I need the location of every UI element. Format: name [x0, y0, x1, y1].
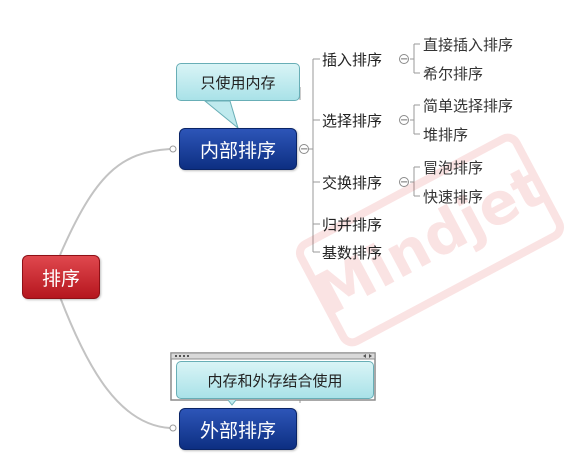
- callout-internal-text: 只使用内存: [200, 73, 276, 92]
- collapse-exchange-icon[interactable]: −: [399, 177, 409, 188]
- main-topic-internal-label: 内部排序: [199, 139, 276, 162]
- connector-selection-children: [410, 104, 420, 135]
- frame-grip-dot: [179, 355, 181, 357]
- connector-root-external: [59, 296, 171, 429]
- main-topic-external[interactable]: 外部排序: [179, 408, 297, 450]
- collapse-internal-icon[interactable]: −: [299, 144, 309, 155]
- main-topic-external-label: 外部排序: [199, 419, 276, 442]
- frame-grip-dot: [183, 355, 185, 357]
- connector-exchange-children: [410, 166, 420, 197]
- callout-external[interactable]: 内存和外存结合使用: [176, 361, 374, 399]
- category-selection[interactable]: 选择排序: [322, 112, 383, 130]
- callout-internal[interactable]: 只使用内存: [176, 63, 300, 101]
- connector-insertion-children: [410, 43, 420, 74]
- selection-frame-titlebar[interactable]: [170, 352, 376, 360]
- category-radix[interactable]: 基数排序: [322, 244, 383, 262]
- leaf-bubble-sort[interactable]: 冒泡排序: [423, 159, 484, 177]
- leaf-shell-sort[interactable]: 希尔排序: [423, 65, 484, 83]
- leaf-simple-selection[interactable]: 简单选择排序: [423, 97, 514, 115]
- category-merge[interactable]: 归并排序: [322, 216, 383, 234]
- connector-root-internal: [59, 148, 171, 256]
- category-exchange[interactable]: 交换排序: [322, 174, 383, 192]
- callout-pointer: [227, 399, 237, 406]
- frame-resize-arrows-icon[interactable]: [363, 354, 372, 358]
- leaf-straight-insertion[interactable]: 直接插入排序: [423, 36, 514, 54]
- category-insertion[interactable]: 插入排序: [322, 51, 383, 69]
- frame-grip-dot: [187, 355, 189, 357]
- connector-knob: [169, 424, 177, 432]
- frame-grip-dot: [175, 355, 177, 357]
- callout-pointer: [203, 100, 239, 130]
- leaf-heap-sort[interactable]: 堆排序: [423, 126, 469, 144]
- connector-knob: [169, 145, 177, 153]
- callout-external-text: 内存和外存结合使用: [207, 371, 343, 390]
- collapse-insertion-icon[interactable]: −: [399, 54, 409, 65]
- root-topic[interactable]: 排序: [22, 255, 100, 299]
- root-topic-label: 排序: [41, 267, 80, 290]
- collapse-selection-icon[interactable]: −: [399, 115, 409, 126]
- leaf-quick-sort[interactable]: 快速排序: [423, 188, 484, 206]
- main-topic-internal[interactable]: 内部排序: [179, 128, 297, 170]
